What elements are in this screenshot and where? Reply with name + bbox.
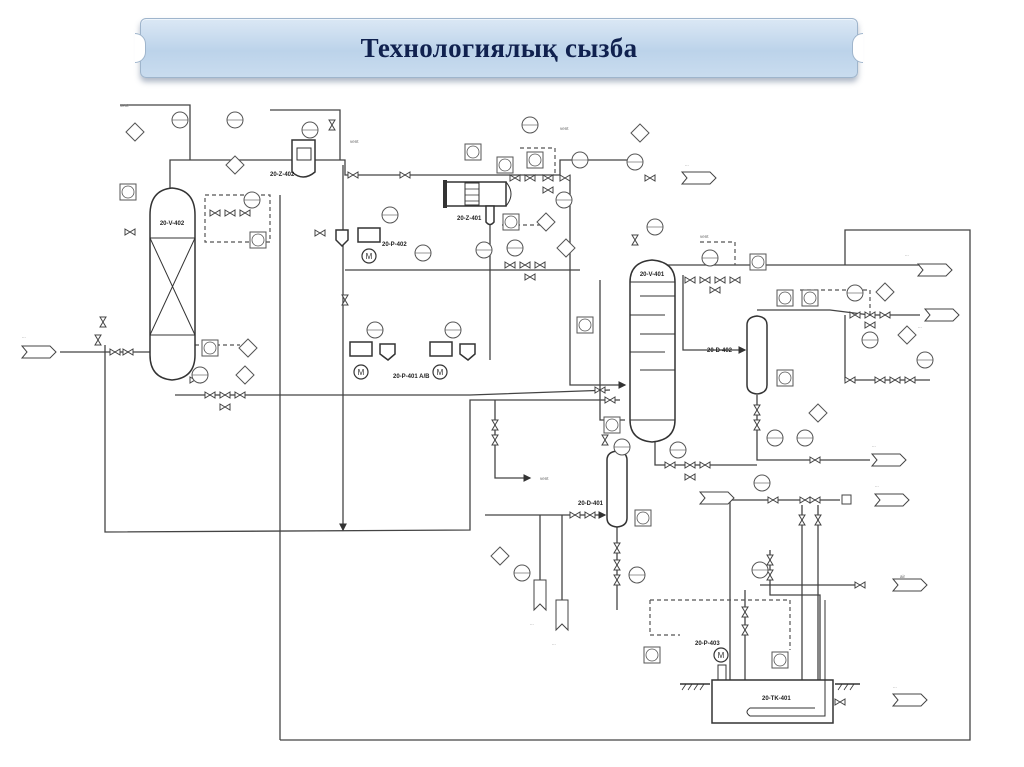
svg-text:vent: vent: [700, 234, 709, 239]
pipe-to-v401: [569, 175, 627, 389]
svg-text:vent: vent: [350, 139, 359, 144]
tag-20-z-401: 20-Z-401: [457, 216, 482, 222]
pipelines: [60, 104, 971, 741]
svg-text:...: ...: [905, 252, 909, 257]
equipment-20-v-401[interactable]: 20-V-401: [629, 259, 676, 443]
tag-20-p-403: 20-P-403: [695, 641, 720, 647]
offpage-out-right-4: [874, 493, 910, 507]
pipe-d402-bottom: [756, 395, 870, 461]
pipe-right-box: [280, 229, 971, 741]
tag-20-v-401: 20-V-401: [640, 272, 665, 278]
svg-text:...: ...: [552, 641, 556, 646]
pipe-d402-top: [757, 309, 920, 316]
tag-20-d-401: 20-D-401: [578, 501, 604, 507]
svg-text:...: ...: [530, 621, 534, 626]
pipe-v402-top: [169, 156, 642, 192]
tag-20-p-402: 20-P-402: [382, 242, 407, 248]
svg-text:vent: vent: [120, 103, 129, 108]
svg-text:vent: vent: [560, 126, 569, 131]
svg-text:...: ...: [875, 483, 879, 488]
svg-text:...: ...: [893, 684, 897, 689]
svg-text:...: ...: [918, 324, 922, 329]
equipment-20-tk-401[interactable]: 20-TK-401: [680, 600, 860, 724]
svg-text:...: ...: [685, 162, 689, 167]
offpage-feed-in: [21, 345, 57, 359]
svg-text:vent: vent: [540, 476, 549, 481]
offpage-out-right-2: [924, 308, 960, 322]
page-title: Технологиялық сызба: [360, 32, 638, 63]
pipe-vent-mid: [494, 400, 532, 482]
pipe-left-return: [104, 345, 620, 533]
equipment-20-v-402[interactable]: 20-V-402: [149, 187, 196, 381]
offpage-tk-in: [892, 693, 928, 707]
offpage-out-right-1: [917, 263, 953, 277]
equipment-20-d-402[interactable]: 20-D-402: [707, 315, 768, 395]
equipment-20-z-402[interactable]: 20-Z-402: [270, 139, 316, 178]
tag-20-tk-401: 20-TK-401: [762, 696, 791, 702]
equipment-20-p-402[interactable]: 20-P-402: [335, 227, 407, 264]
tag-20-z-402: 20-Z-402: [270, 172, 295, 178]
valves: [94, 119, 916, 706]
pipe-loop-top: [270, 109, 341, 160]
pipe-main-horizontal: [175, 389, 611, 396]
offpage-out-right-3: [871, 453, 907, 467]
tag-20-d-402: 20-D-402: [707, 348, 733, 354]
offpage-offgas-out: [681, 171, 717, 185]
pipe-v401-to-d402: [682, 275, 747, 354]
off-page-connectors: ... ... ... ... ... ... air ... ... ... …: [21, 103, 960, 707]
equipment-20-d-401[interactable]: 20-D-401: [578, 450, 628, 528]
title-banner: Технологиялық сызба: [135, 18, 863, 78]
svg-text:...: ...: [872, 443, 876, 448]
pipe-vent-top: [120, 104, 191, 160]
tag-20-p-401-ab: 20-P-401 A/B: [393, 374, 430, 380]
offpage-d401-feed: [699, 491, 735, 505]
offpage-air: [892, 578, 928, 592]
signal-lines: [195, 147, 871, 650]
pipe-v401-bottom: [654, 440, 757, 466]
equipment-20-p-401-ab[interactable]: 20-P-401 A/B: [349, 341, 476, 380]
tag-20-v-402: 20-V-402: [160, 221, 185, 227]
svg-text:air: air: [900, 574, 906, 579]
svg-text:...: ...: [22, 334, 26, 339]
equipment-20-z-401[interactable]: 20-Z-401: [443, 180, 512, 226]
